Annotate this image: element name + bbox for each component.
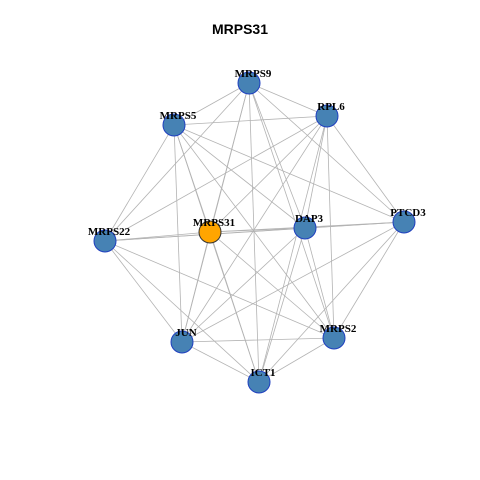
edge-ptcd3-jun bbox=[181, 221, 405, 343]
edge-mrps9-rpl6 bbox=[248, 82, 328, 117]
edge-ptcd3-mrps2 bbox=[333, 221, 405, 339]
edge-mrps9-ict1 bbox=[248, 82, 260, 383]
edge-dap3-jun bbox=[181, 227, 306, 343]
node-label: MRPS2 bbox=[320, 323, 357, 335]
edge-rpl6-mrps22 bbox=[104, 115, 328, 242]
edge-mrps22-ict1 bbox=[104, 240, 260, 383]
edge-mrps31-dap3 bbox=[209, 227, 306, 233]
graph-title: MRPS31 bbox=[211, 21, 269, 37]
node-rpl6: RPL6 bbox=[315, 101, 345, 128]
node-label: ICT1 bbox=[250, 367, 275, 379]
node-circle bbox=[247, 370, 271, 394]
edge-rpl6-jun bbox=[181, 115, 328, 343]
edge-mrps31-mrps2 bbox=[209, 231, 335, 339]
edge-ptcd3-dap3 bbox=[304, 221, 405, 229]
edge-mrps22-mrps2 bbox=[104, 240, 335, 339]
node-circle bbox=[315, 104, 339, 128]
edge-jun-ict1 bbox=[181, 341, 260, 383]
edge-mrps9-mrps5 bbox=[173, 82, 250, 126]
edge-rpl6-ict1 bbox=[258, 115, 328, 383]
edge-rpl6-mrps5 bbox=[173, 115, 328, 126]
edge-mrps2-ict1 bbox=[258, 337, 335, 383]
edge-dap3-mrps2 bbox=[304, 227, 335, 339]
node-mrps22: MRPS22 bbox=[88, 226, 131, 253]
node-label: MRPS9 bbox=[235, 68, 272, 80]
node-circle bbox=[392, 210, 416, 234]
edge-mrps31-jun bbox=[181, 231, 211, 343]
node-label: PTCD3 bbox=[390, 207, 426, 219]
node-circle bbox=[170, 330, 194, 354]
node-ptcd3: PTCD3 bbox=[390, 207, 426, 234]
node-label: JUN bbox=[175, 327, 196, 339]
node-mrps31: MRPS31 bbox=[193, 217, 235, 244]
edge-mrps5-mrps22 bbox=[104, 124, 175, 242]
node-circle bbox=[237, 71, 261, 95]
node-label: MRPS22 bbox=[88, 226, 131, 238]
node-jun: JUN bbox=[170, 327, 197, 354]
node-circle bbox=[293, 216, 317, 240]
node-mrps9: MRPS9 bbox=[235, 68, 272, 95]
edge-rpl6-mrps31 bbox=[209, 115, 328, 233]
edge-mrps9-mrps22 bbox=[104, 82, 250, 242]
edge-mrps22-jun bbox=[104, 240, 183, 343]
node-circle bbox=[162, 113, 186, 137]
edge-mrps5-ptcd3 bbox=[173, 124, 405, 223]
node-dap3: DAP3 bbox=[293, 213, 324, 240]
edge-ptcd3-ict1 bbox=[258, 221, 405, 383]
node-circle bbox=[322, 326, 346, 350]
node-ict1: ICT1 bbox=[247, 367, 276, 394]
edge-rpl6-ptcd3 bbox=[326, 115, 405, 223]
node-circle bbox=[198, 220, 222, 244]
edge-rpl6-dap3 bbox=[304, 115, 328, 229]
edge-mrps31-ict1 bbox=[209, 231, 260, 383]
node-label: DAP3 bbox=[295, 213, 324, 225]
node-label: MRPS5 bbox=[160, 110, 197, 122]
edge-layer bbox=[104, 82, 405, 383]
node-mrps2: MRPS2 bbox=[320, 323, 357, 350]
edge-dap3-ict1 bbox=[258, 227, 306, 383]
edge-mrps5-dap3 bbox=[173, 124, 306, 229]
edge-mrps9-ptcd3 bbox=[248, 82, 405, 223]
edge-mrps9-dap3 bbox=[248, 82, 306, 229]
node-circle bbox=[93, 229, 117, 253]
node-mrps5: MRPS5 bbox=[160, 110, 197, 137]
node-label: RPL6 bbox=[317, 101, 345, 113]
edge-mrps9-mrps2 bbox=[248, 82, 335, 339]
edge-mrps2-jun bbox=[181, 337, 335, 343]
node-label: MRPS31 bbox=[193, 217, 235, 229]
edge-mrps5-jun bbox=[173, 124, 183, 343]
